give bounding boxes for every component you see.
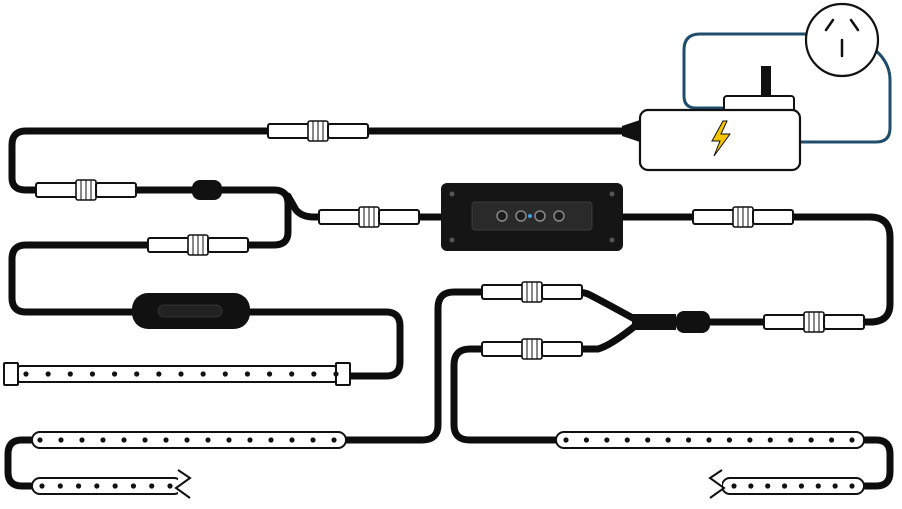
controller-button-2 xyxy=(515,210,527,222)
led-dot xyxy=(798,483,805,489)
inline-connector-icon xyxy=(35,179,137,201)
inline-connector-icon xyxy=(318,206,420,228)
led-dot xyxy=(311,371,317,377)
led-dot xyxy=(849,483,855,489)
led-strip-icon xyxy=(555,431,865,449)
led-dot xyxy=(57,483,63,489)
led-dot xyxy=(23,371,29,377)
led-dot xyxy=(94,483,100,489)
cable-right-loop xyxy=(858,436,894,490)
inline-connector-icon xyxy=(763,311,865,333)
y-splitter-icon xyxy=(632,311,710,333)
led-dot xyxy=(767,437,773,443)
led-dot xyxy=(268,437,274,443)
cable-split-upper xyxy=(340,288,644,444)
led-dot xyxy=(645,437,651,443)
led-dot xyxy=(75,483,82,489)
led-dot xyxy=(665,437,671,443)
led-strip-icon xyxy=(31,431,347,449)
led-dot xyxy=(624,437,630,443)
led-dot xyxy=(222,371,228,377)
inline-connector-icon xyxy=(147,234,249,256)
led-dot xyxy=(765,483,771,489)
led-dot xyxy=(121,437,127,443)
mains-cord xyxy=(682,32,807,110)
led-dot xyxy=(731,483,737,489)
led-dot xyxy=(134,371,140,377)
controller-button-1 xyxy=(496,210,508,222)
connectors xyxy=(35,120,865,360)
led-dot xyxy=(45,371,51,377)
cable-split-lower xyxy=(450,318,644,444)
led-dot xyxy=(685,437,692,443)
led-dot xyxy=(178,371,184,377)
led-dot xyxy=(563,437,569,443)
led-strip-icon xyxy=(721,477,865,495)
led-dot xyxy=(37,437,43,443)
led-dot xyxy=(310,437,316,443)
led-strip-icon xyxy=(3,362,351,386)
lightning-bolt-icon xyxy=(711,120,731,157)
led-dot xyxy=(849,437,855,443)
led-dot xyxy=(788,437,794,443)
led-dot xyxy=(111,371,118,377)
status-indicator xyxy=(528,214,532,218)
led-dot xyxy=(163,437,169,443)
led-dot xyxy=(156,371,162,377)
led-dot xyxy=(289,371,295,377)
led-dot xyxy=(583,437,590,443)
led-dot xyxy=(331,437,337,443)
cable-branch-to-controller xyxy=(284,192,450,221)
led-dot xyxy=(142,437,148,443)
led-dot xyxy=(100,437,106,443)
led-dot xyxy=(747,437,753,443)
inline-connector-icon xyxy=(481,281,583,303)
led-dot xyxy=(200,371,206,377)
led-dot xyxy=(247,437,253,443)
cable-junction xyxy=(192,180,222,200)
led-dot xyxy=(112,483,118,489)
led-dot xyxy=(706,437,712,443)
led-strips xyxy=(3,362,865,495)
led-dot xyxy=(828,437,835,443)
led-dot xyxy=(781,483,788,489)
inline-connector-icon xyxy=(267,120,369,142)
led-dot xyxy=(67,371,73,377)
controller-button-3 xyxy=(534,210,546,222)
led-dot xyxy=(832,483,838,489)
led-dot xyxy=(333,371,339,377)
wall-outlet-icon xyxy=(804,2,880,78)
led-dot xyxy=(89,371,96,377)
controller-button-4 xyxy=(553,210,565,222)
led-dot xyxy=(79,437,85,443)
led-dot xyxy=(604,437,610,443)
led-controller-icon xyxy=(441,183,623,251)
cable-left-loop xyxy=(4,436,36,490)
inline-switch-icon xyxy=(132,293,250,329)
led-dot xyxy=(815,483,821,489)
led-dot xyxy=(808,437,814,443)
led-strip-icon xyxy=(31,477,183,495)
power-adapter-icon xyxy=(622,66,802,172)
led-dot xyxy=(748,483,754,489)
led-dot xyxy=(266,371,273,377)
cut-mark-icon xyxy=(174,469,192,500)
led-dot xyxy=(184,437,190,443)
mains-cord-return xyxy=(798,44,892,144)
inline-connector-icon xyxy=(481,338,583,360)
inline-connector-icon xyxy=(692,206,794,228)
led-dot xyxy=(58,437,64,443)
led-dot xyxy=(39,483,45,489)
led-dot xyxy=(244,371,251,377)
led-dot xyxy=(226,437,232,443)
led-dot xyxy=(205,437,211,443)
led-dot xyxy=(167,483,173,489)
led-dot xyxy=(149,483,155,489)
led-dot xyxy=(289,437,295,443)
led-dot xyxy=(130,483,137,489)
cut-mark-icon xyxy=(708,469,726,500)
led-dot xyxy=(726,437,733,443)
cable-controller-out xyxy=(614,213,894,326)
